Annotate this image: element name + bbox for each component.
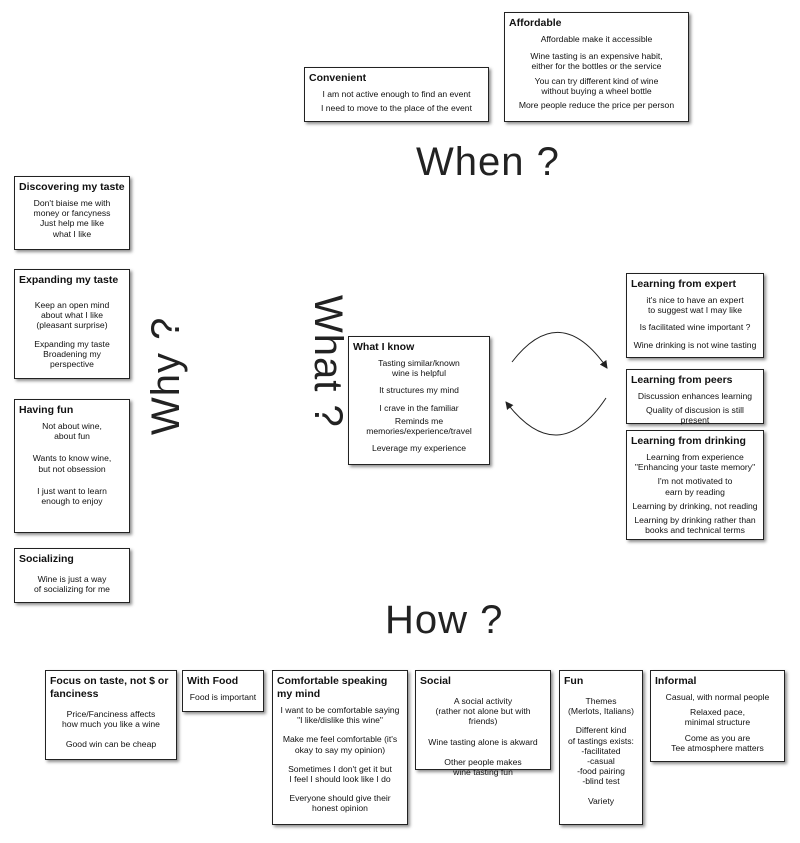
card-title: What I know — [353, 341, 415, 353]
card-item: it's nice to have an expert to suggest w… — [646, 295, 744, 316]
card-title: Learning from peers — [631, 374, 733, 386]
card-item: Wants to know wine, but not obsession — [32, 453, 112, 474]
card-item: Variety — [587, 795, 615, 806]
card-item: A social activity (rather not alone but … — [435, 696, 531, 727]
arrow-forward — [511, 332, 608, 369]
card-learning-from-drinking: Learning from drinking Learning from exp… — [626, 430, 764, 540]
card-having-fun: Having fun Not about wine, about fun Wan… — [14, 399, 130, 533]
card-item: Sometimes I don't get it but I feel I sh… — [288, 763, 392, 785]
card-title: Convenient — [309, 72, 367, 84]
card-item: I just want to learn enough to enjoy — [37, 485, 107, 507]
card-with-food: With Food Food is important — [182, 670, 264, 712]
card-item: Wine tasting is an expensive habit, eith… — [530, 51, 663, 72]
arrow-back — [505, 397, 607, 436]
card-title: Affordable — [509, 17, 562, 29]
card-affordable: Affordable Affordable make it accessible… — [504, 12, 689, 122]
card-item: Is facilitated wine important ? — [639, 322, 751, 333]
card-item: You can try different kind of wine witho… — [534, 75, 659, 96]
heading-when: When ? — [416, 140, 560, 184]
card-title: Informal — [655, 675, 697, 687]
card-item: Learning by drinking rather than books a… — [634, 515, 756, 536]
card-item: I need to move to the place of the event — [321, 103, 472, 114]
card-title: Having fun — [19, 404, 74, 416]
card-item: Affordable make it accessible — [540, 34, 653, 44]
card-expanding-my-taste: Expanding my taste Keep an open mind abo… — [14, 269, 130, 379]
card-item: Wine drinking is not wine tasting — [633, 339, 757, 350]
card-title: Comfortable speaking my mind — [277, 675, 388, 700]
card-title: Focus on taste, not $ or fanciness — [50, 675, 169, 700]
card-item: Tasting similar/known wine is helpful — [378, 358, 460, 379]
card-what-i-know: What I know Tasting similar/known wine i… — [348, 336, 490, 465]
card-item: Quality of discusion is still present — [646, 405, 744, 426]
card-item: I'm not motivated to earn by reading — [657, 476, 733, 497]
card-social: Social A social activity (rather not alo… — [415, 670, 551, 777]
card-item: I crave in the familiar — [379, 402, 459, 413]
card-fun: Fun Themes (Merlots, Italians) Different… — [559, 670, 643, 825]
card-item: Food is important — [189, 692, 257, 702]
card-item: Learning by drinking, not reading — [632, 500, 758, 511]
card-item: Good win can be cheap — [65, 739, 157, 750]
card-item: Learning from experience "Enhancing your… — [634, 452, 756, 473]
heading-how: How ? — [385, 598, 504, 642]
card-item: Wine is just a way of socializing for me — [34, 574, 110, 595]
card-item: Make me feel comfortable (it's okay to s… — [282, 734, 398, 755]
card-learning-from-expert: Learning from expert it's nice to have a… — [626, 273, 764, 358]
card-socializing: Socializing Wine is just a way of social… — [14, 548, 130, 603]
card-item: Wine tasting alone is akward — [428, 736, 538, 747]
card-item: Relaxed pace, minimal structure — [684, 707, 751, 728]
card-title: Learning from expert — [631, 278, 737, 290]
card-item: Don't biaise me with money or fancyness … — [33, 198, 111, 239]
card-discovering-my-taste: Discovering my taste Don't biaise me wit… — [14, 176, 130, 250]
card-item: Reminds me memories/experience/travel — [366, 415, 472, 437]
card-item: Different kind of tastings exists: -faci… — [568, 725, 634, 787]
card-informal: Informal Casual, with normal people Rela… — [650, 670, 785, 762]
card-title: Expanding my taste — [19, 274, 119, 286]
card-item: Themes (Merlots, Italians) — [568, 696, 634, 717]
card-item: Casual, with normal people — [665, 692, 770, 702]
card-comfortable-speaking: Comfortable speaking my mind I want to b… — [272, 670, 408, 825]
card-item: I am not active enough to find an event — [322, 89, 471, 99]
card-learning-from-peers: Learning from peers Discussion enhances … — [626, 369, 764, 426]
card-title: Social — [420, 675, 451, 687]
card-convenient: Convenient I am not active enough to fin… — [304, 67, 489, 122]
card-focus-on-taste: Focus on taste, not $ or fanciness Price… — [45, 670, 177, 760]
card-item: It structures my mind — [379, 385, 459, 396]
card-item: Expanding my taste Broadening my perspec… — [34, 338, 110, 370]
card-item: I want to be comfortable saying "I like/… — [280, 705, 400, 726]
card-item: Come as you are Tee atmosphere matters — [671, 732, 764, 753]
card-item: Not about wine, about fun — [42, 421, 102, 442]
card-item: Everyone should give their honest opinio… — [289, 793, 391, 814]
card-title: Learning from drinking — [631, 435, 746, 447]
card-item: More people reduce the price per person — [518, 100, 675, 111]
card-item: Keep an open mind about what I like (ple… — [34, 300, 110, 331]
card-item: Price/Fanciness affects how much you lik… — [62, 709, 160, 730]
card-title: Socializing — [19, 553, 74, 565]
card-title: Discovering my taste — [19, 181, 125, 193]
card-title: Fun — [564, 675, 584, 687]
card-item: Discussion enhances learning — [637, 391, 753, 401]
card-title: With Food — [187, 675, 239, 687]
card-item: Other people makes wine tasting fun — [444, 756, 522, 778]
card-item: Leverage my experience — [371, 443, 467, 454]
